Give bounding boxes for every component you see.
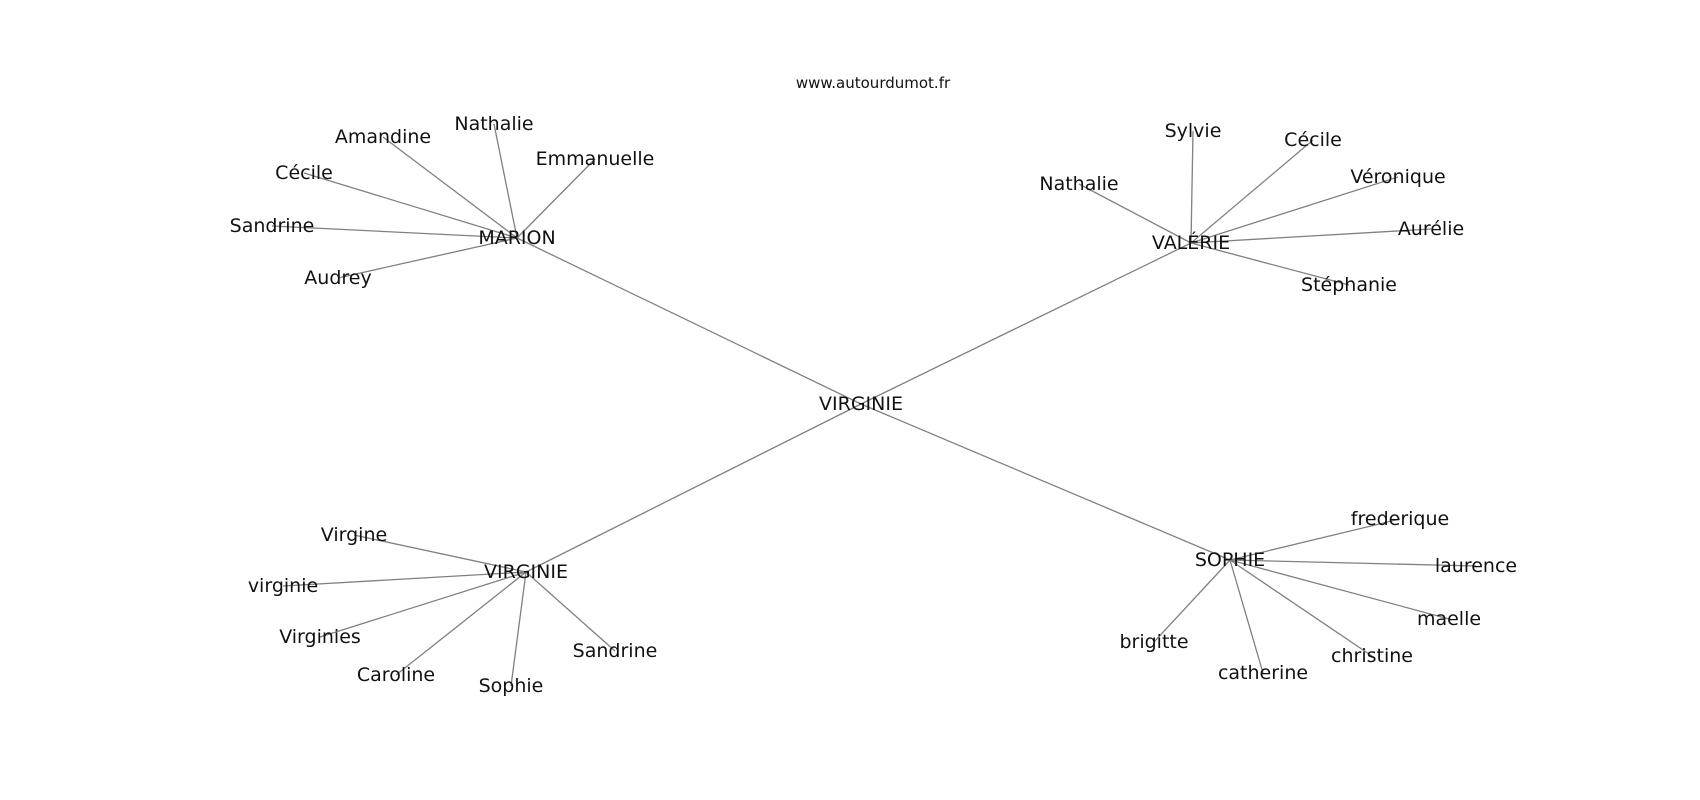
leaf-node-label: Sandrine bbox=[573, 640, 658, 662]
edge-hub-to-leaf bbox=[395, 571, 527, 676]
edge-hub-to-leaf bbox=[510, 571, 527, 687]
leaf-node-label: catherine bbox=[1218, 662, 1308, 684]
source-label: www.autourdumot.fr bbox=[796, 74, 951, 92]
leaf-node-label: christine bbox=[1331, 645, 1413, 667]
leaf-node-label: Cécile bbox=[1284, 129, 1342, 151]
edges bbox=[271, 123, 1477, 687]
edge-hub-to-leaf bbox=[1190, 228, 1432, 244]
edge-hub-to-leaf bbox=[1229, 559, 1450, 620]
edge-center-to-hub bbox=[525, 403, 862, 573]
leaf-node-label: Virginies bbox=[279, 626, 361, 648]
edge-hub-to-leaf bbox=[1229, 559, 1264, 674]
edge-hub-to-leaf bbox=[1190, 242, 1350, 286]
edge-hub-to-leaf bbox=[493, 123, 518, 239]
leaf-node-label: Nathalie bbox=[454, 113, 533, 135]
leaf-node-label: Cécile bbox=[275, 162, 333, 184]
leaf-node-label: Sandrine bbox=[230, 215, 315, 237]
leaf-node-label: Véronique bbox=[1350, 166, 1445, 188]
leaf-node-label: Emmanuelle bbox=[536, 148, 655, 170]
leaf-node-label: Stéphanie bbox=[1301, 274, 1397, 296]
hub-node-label: MARION bbox=[478, 227, 555, 249]
hub-node-label: VIRGINIE bbox=[484, 561, 568, 583]
leaf-node-label: Audrey bbox=[304, 267, 371, 289]
leaf-node-label: Nathalie bbox=[1039, 173, 1118, 195]
edge-hub-to-leaf bbox=[1229, 559, 1477, 567]
leaf-node-label: Sophie bbox=[479, 675, 544, 697]
leaf-node-label: virginie bbox=[248, 575, 318, 597]
hub-node-label: SOPHIE bbox=[1195, 549, 1265, 571]
edge-hub-to-leaf bbox=[1078, 183, 1192, 244]
leaf-node-label: Sylvie bbox=[1165, 120, 1222, 142]
edge-center-to-hub bbox=[860, 242, 1192, 405]
leaf-node-label: frederique bbox=[1351, 508, 1449, 530]
edge-hub-to-leaf bbox=[337, 237, 518, 279]
edge-hub-to-leaf bbox=[282, 571, 527, 587]
leaf-node-label: Aurélie bbox=[1398, 218, 1464, 240]
edge-hub-to-leaf bbox=[353, 534, 527, 573]
edge-hub-to-leaf bbox=[1229, 518, 1401, 561]
edge-hub-to-leaf bbox=[1190, 130, 1194, 244]
leaf-node-label: laurence bbox=[1435, 555, 1517, 577]
edge-hub-to-leaf bbox=[271, 225, 518, 239]
edge-hub-to-leaf bbox=[516, 158, 596, 239]
edge-hub-to-leaf bbox=[1229, 559, 1373, 657]
edge-hub-to-leaf bbox=[1153, 559, 1231, 643]
hub-node-label: VALÉRIE bbox=[1152, 231, 1230, 254]
edge-hub-to-leaf bbox=[1190, 176, 1399, 244]
labels: www.autourdumot.fr VIRGINIE MARION Amandin… bbox=[230, 74, 1517, 697]
edge-hub-to-leaf bbox=[303, 172, 518, 239]
center-node-label: VIRGINIE bbox=[819, 393, 903, 415]
edge-hub-to-leaf bbox=[525, 571, 616, 652]
edge-hub-to-leaf bbox=[382, 136, 518, 239]
edge-center-to-hub bbox=[860, 403, 1231, 561]
leaf-node-label: maelle bbox=[1417, 608, 1481, 630]
leaf-node-label: Amandine bbox=[335, 126, 431, 148]
leaf-node-label: brigitte bbox=[1119, 631, 1188, 653]
edge-center-to-hub bbox=[516, 237, 862, 405]
edge-hub-to-leaf bbox=[1190, 139, 1314, 244]
leaf-node-label: Caroline bbox=[357, 664, 435, 686]
edge-hub-to-leaf bbox=[319, 571, 527, 638]
leaf-node-label: Virgine bbox=[321, 524, 387, 546]
